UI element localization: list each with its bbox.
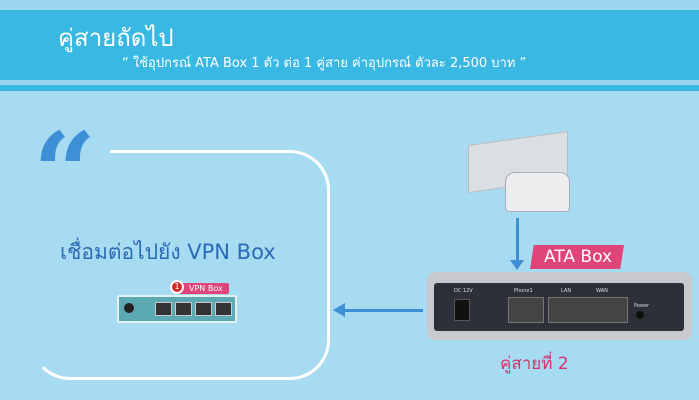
- router-port: [155, 302, 172, 316]
- lan-wan-ports: [548, 297, 628, 323]
- vpn-panel-frame-top: [110, 150, 330, 210]
- divider-stripe: [0, 80, 699, 85]
- ata-box-label: ATA Box: [530, 245, 625, 269]
- vpn-box-badge: VPN Box: [175, 283, 229, 294]
- connect-vpn-text: เชื่อมต่อไปยัง VPN Box: [60, 240, 276, 264]
- vpn-panel-frame: [30, 150, 330, 380]
- ata-box-panel: DC 12V Phone1 LAN WAN Power: [434, 283, 684, 331]
- arrow-down-icon: [516, 218, 519, 263]
- quote-icon: “: [33, 108, 97, 237]
- router-port: [175, 302, 192, 316]
- dc-jack: [454, 299, 470, 321]
- header-bar: [0, 10, 699, 80]
- divider-band: [0, 85, 699, 91]
- telephone-icon: [505, 172, 570, 212]
- arrow-down-head: [510, 260, 524, 270]
- top-stripe: [0, 0, 699, 10]
- router-port: [195, 302, 212, 316]
- arrow-left-head: [333, 303, 345, 317]
- power-led: [636, 311, 644, 319]
- line-number-label: คู่สายที่ 2: [500, 354, 569, 374]
- vpn-badge-number: 1: [170, 280, 184, 294]
- page-title: คู่สายถัดไป: [58, 24, 174, 52]
- phone-port: [508, 297, 544, 323]
- port-label: Phone1: [514, 288, 533, 294]
- port-label: DC 12V: [454, 288, 473, 294]
- arrow-left-icon: [345, 309, 423, 312]
- page-subtitle: “ ใช้อุปกรณ์ ATA Box 1 ตัว ต่อ 1 คู่สาย …: [122, 56, 527, 71]
- port-label: LAN: [561, 288, 572, 294]
- router-power-jack: [124, 303, 134, 313]
- port-label: Power: [634, 303, 650, 309]
- router-port: [215, 302, 232, 316]
- vpn-router-image: [117, 295, 237, 323]
- port-label: WAN: [596, 288, 608, 294]
